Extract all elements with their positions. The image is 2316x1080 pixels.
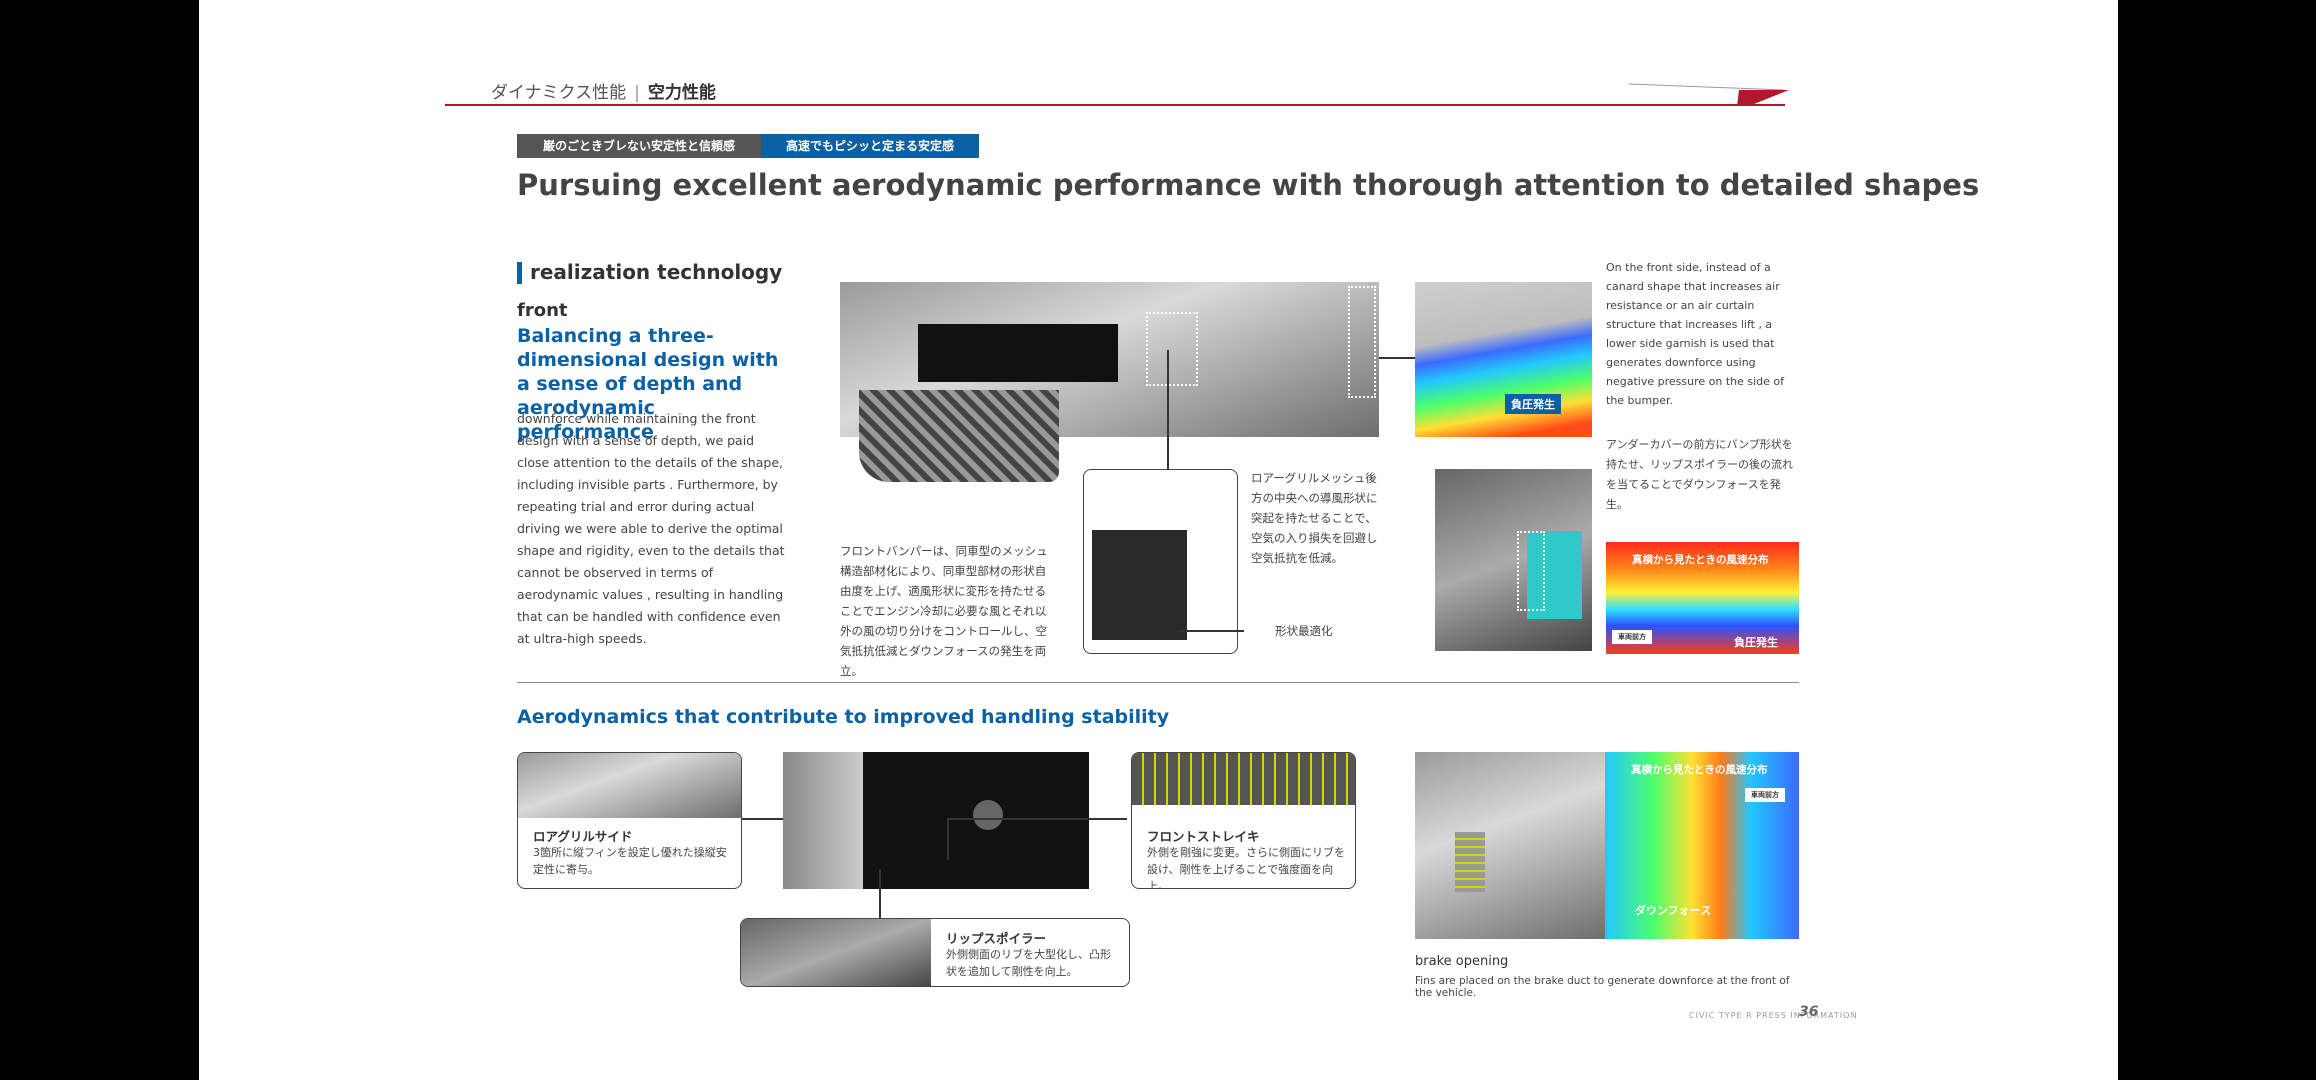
brake-opening-image — [1415, 752, 1605, 939]
front-body-text: downforce while maintaining the front de… — [517, 411, 785, 646]
section-divider: | — [634, 83, 640, 103]
footer-publisher: CIVIC TYPE R PRESS INFORMATION — [1689, 1011, 1858, 1020]
flow-distribution-label: 真横から見たときの風速分布 — [1632, 554, 1769, 566]
stability-section-title: Aerodynamics that contribute to improved… — [517, 706, 1170, 728]
connector-line — [947, 818, 1127, 820]
vehicle-front-label: 車両前方 — [1745, 788, 1785, 802]
lower-grille-side-card: ロアグリルサイド 3箇所に縦フィンを設定し優れた操縦安定性に寄与。 — [517, 752, 742, 889]
subsection-name: 空力性能 — [647, 83, 716, 103]
page-number: 36 — [1799, 1004, 1819, 1020]
front-strake-image — [1132, 753, 1355, 805]
front-side-text: On the front side, instead of a canard s… — [1606, 261, 1784, 407]
front-strake-body: 外側を剛強に変更。さらに側面にリブを設け、剛性を上げることで強度面を向上。 — [1147, 846, 1345, 889]
flow-distribution-image: 真横から見たときの風速分布 車両前方 負圧発生 — [1606, 542, 1799, 654]
lower-grille-text: ロアーグリルメッシュ後方の中央への導風形状に突起を持たせることで、空気の入り損失… — [1251, 471, 1378, 565]
duct-opening — [1092, 530, 1187, 640]
page-title: Pursuing excellent aerodynamic performan… — [517, 168, 1980, 202]
front-subheading: Balancing a three-dimensional design wit… — [517, 325, 779, 443]
shape-optimization-label: 形状最適化 — [1275, 624, 1333, 638]
connector-line — [1379, 357, 1417, 359]
header-rule — [445, 104, 1785, 106]
tag-stability: 巌のごときブレない安定性と信頼感 — [517, 134, 761, 158]
header-swoosh-graphic — [1629, 83, 1789, 106]
lip-spoiler-card: リップスポイラー 外側側面のリブを大型化し、凸形状を追加して剛性を向上。 — [740, 918, 1130, 987]
highlight-box — [1348, 286, 1376, 398]
brake-opening-body: Fins are placed on the brake duct to gen… — [1415, 975, 1790, 999]
front-strake-card: フロントストレイキ 外側を剛強に変更。さらに側面にリブを設け、剛性を上げることで… — [1131, 752, 1356, 889]
undercover-highlight — [1527, 531, 1582, 619]
lip-spoiler-title: リップスポイラー — [946, 931, 1047, 946]
negative-pressure-badge: 負圧発生 — [1505, 394, 1561, 414]
front-bumper-image — [840, 282, 1379, 437]
undercover-text: アンダーカバーの前方にバンプ形状を持たせ、リップスポイラーの後の流れを当てること… — [1606, 438, 1793, 511]
side-pressure-cfd-image: 負圧発生 — [1415, 282, 1592, 437]
brake-opening-title: brake opening — [1415, 954, 1509, 969]
undercover-image — [1435, 469, 1592, 651]
brake-flow-cfd-image: 真横から見たときの風速分布 車両前方 ダウンフォース — [1605, 752, 1799, 939]
realization-heading: realization technology — [530, 260, 783, 284]
front-label: front — [517, 300, 568, 321]
section-divider-line — [517, 682, 1799, 683]
lower-grille-side-image — [518, 753, 741, 818]
vehicle-front-label: 車両前方 — [1612, 630, 1652, 644]
section-name: ダイナミクス性能 — [491, 83, 627, 103]
mesh-grille-image — [859, 390, 1059, 482]
connector-line — [1179, 630, 1244, 632]
lip-spoiler-body: 外側側面のリブを大型化し、凸形状を追加して剛性を向上。 — [946, 948, 1111, 978]
flow-distribution-label: 真横から見たときの風速分布 — [1631, 764, 1768, 776]
negative-pressure-badge: 負圧発生 — [1734, 636, 1778, 649]
document-page: ダイナミクス性能 | 空力性能 巌のごときブレない安定性と信頼感 高速でもピシッと定… — [199, 0, 2118, 1080]
highlight-box — [1517, 531, 1545, 611]
front-strake-title: フロントストレイキ — [1147, 829, 1260, 844]
fog-lamp — [973, 800, 1003, 830]
brake-duct-fins — [1455, 832, 1485, 892]
grille-detail-image — [1083, 469, 1238, 654]
lower-grille-side-body: 3箇所に縦フィンを設定し優れた操縦安定性に寄与。 — [533, 846, 727, 876]
section-header: ダイナミクス性能 | 空力性能 — [491, 78, 716, 103]
front-corner-image — [783, 752, 1089, 889]
lower-grille-side-title: ロアグリルサイド — [533, 829, 633, 844]
connector-line — [879, 870, 881, 920]
connector-line — [947, 818, 949, 860]
bumper-surface — [783, 752, 863, 889]
downforce-label: ダウンフォース — [1635, 904, 1712, 917]
connector-line — [1167, 350, 1169, 470]
tag-high-speed: 高速でもピシッと定まる安定感 — [761, 134, 979, 158]
grille-opening — [918, 324, 1118, 382]
highlight-box — [1146, 312, 1198, 386]
lip-spoiler-image — [741, 919, 931, 986]
front-bumper-text: フロントバンパーは、同車型のメッシュ構造部材化により、同車型部材の形状自由度を上… — [840, 544, 1048, 678]
heading-accent-bar — [517, 262, 522, 284]
